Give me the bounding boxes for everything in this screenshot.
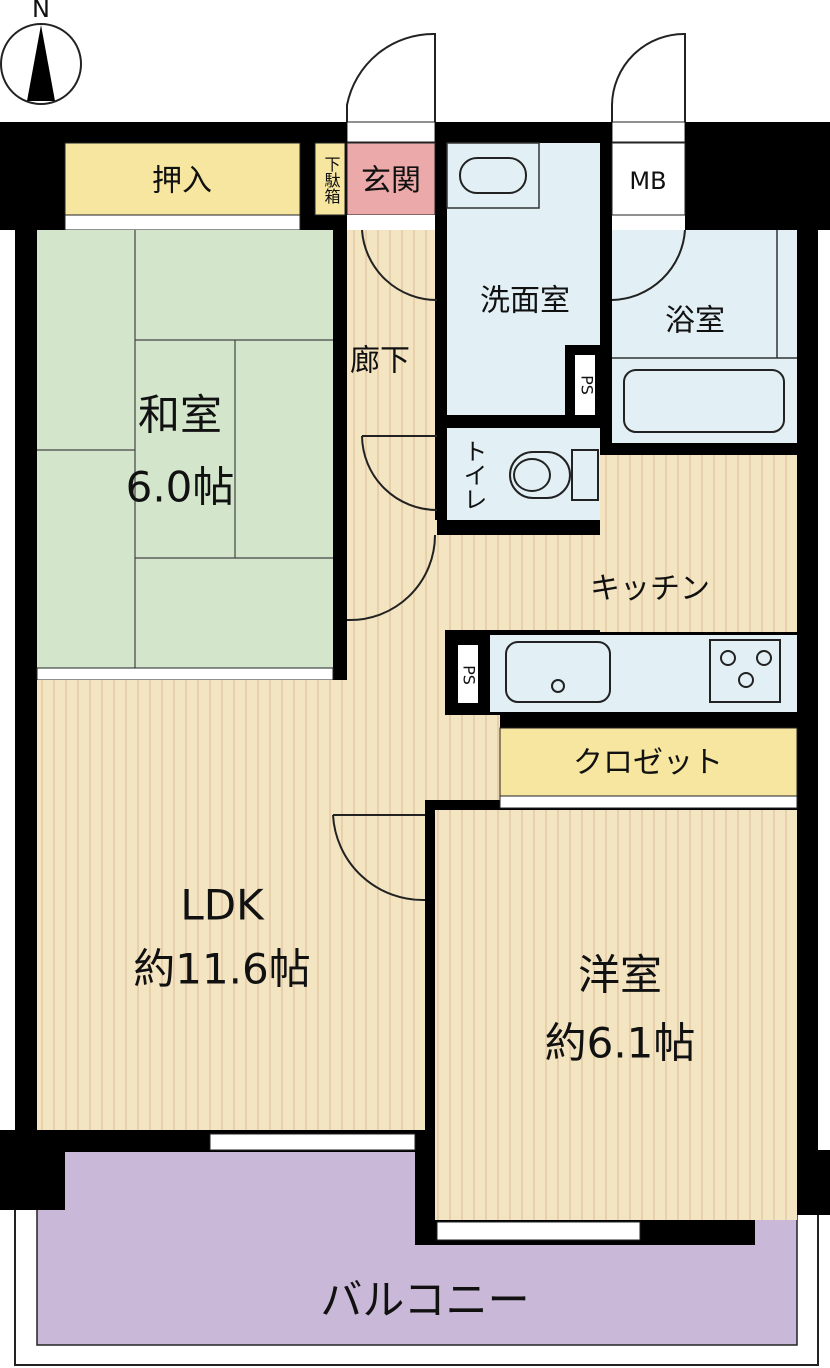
bathtub-icon	[623, 369, 785, 433]
corridor-door-icon[interactable]	[361, 229, 438, 302]
youshitsu-door-icon[interactable]	[332, 814, 426, 902]
oshiire-sliding-door[interactable]	[64, 214, 301, 231]
north-compass-icon: N	[0, 0, 82, 105]
youshitsu-window	[436, 1221, 641, 1241]
label-ps-wash: PS	[578, 375, 597, 395]
label-yokushitsu: 浴室	[665, 304, 725, 339]
label-ldk: LDK	[180, 881, 265, 930]
pipe-space-wash	[575, 355, 595, 415]
label-mb: MB	[629, 167, 666, 195]
bathroom	[612, 230, 797, 443]
label-youshitsu-size: 約6.1帖	[545, 1019, 696, 1068]
label-getabako: 下駄箱	[322, 156, 341, 204]
label-kitchen: キッチン	[590, 572, 710, 607]
label-balcony: バルコニー	[320, 1276, 529, 1325]
compass-label: N	[32, 0, 50, 23]
washbasin-icon	[459, 157, 527, 194]
label-closet: クロゼット	[573, 746, 723, 781]
toilet-icon	[509, 449, 599, 501]
label-genkan: 玄関	[361, 164, 421, 199]
stove-icon	[709, 639, 781, 703]
bath-door-icon[interactable]	[611, 229, 686, 301]
label-toilet: トイレ	[459, 439, 487, 511]
ldk-door-icon[interactable]	[346, 534, 436, 622]
meter-box	[611, 142, 686, 216]
sink-icon	[505, 641, 611, 703]
corridor	[347, 230, 435, 520]
label-senmenshitsu: 洗面室	[480, 284, 570, 319]
closet	[499, 727, 798, 797]
label-washitsu-size: 6.0帖	[126, 463, 235, 512]
label-oshiire: 押入	[152, 164, 212, 199]
closet-door[interactable]	[499, 795, 798, 809]
washitsu-tatami	[37, 230, 333, 668]
mb-door-icon	[611, 32, 686, 143]
toilet-room	[447, 428, 600, 520]
kitchen-counter	[490, 635, 797, 712]
pipe-space-kitchen	[458, 645, 478, 703]
label-washitsu: 和室	[138, 391, 222, 440]
genkan-area	[346, 142, 436, 216]
shoe-cabinet	[314, 142, 346, 216]
youshitsu-floor	[435, 810, 797, 1220]
ldk-window	[209, 1133, 416, 1151]
label-ps-kitchen: PS	[460, 665, 479, 685]
label-youshitsu: 洋室	[578, 951, 662, 1000]
toilet-door-icon[interactable]	[361, 435, 438, 511]
washitsu-sliding-door[interactable]	[36, 667, 334, 681]
entrance-door-icon	[346, 32, 436, 143]
label-ldk-size: 約11.6帖	[133, 945, 311, 994]
label-rouka: 廊下	[350, 344, 410, 379]
